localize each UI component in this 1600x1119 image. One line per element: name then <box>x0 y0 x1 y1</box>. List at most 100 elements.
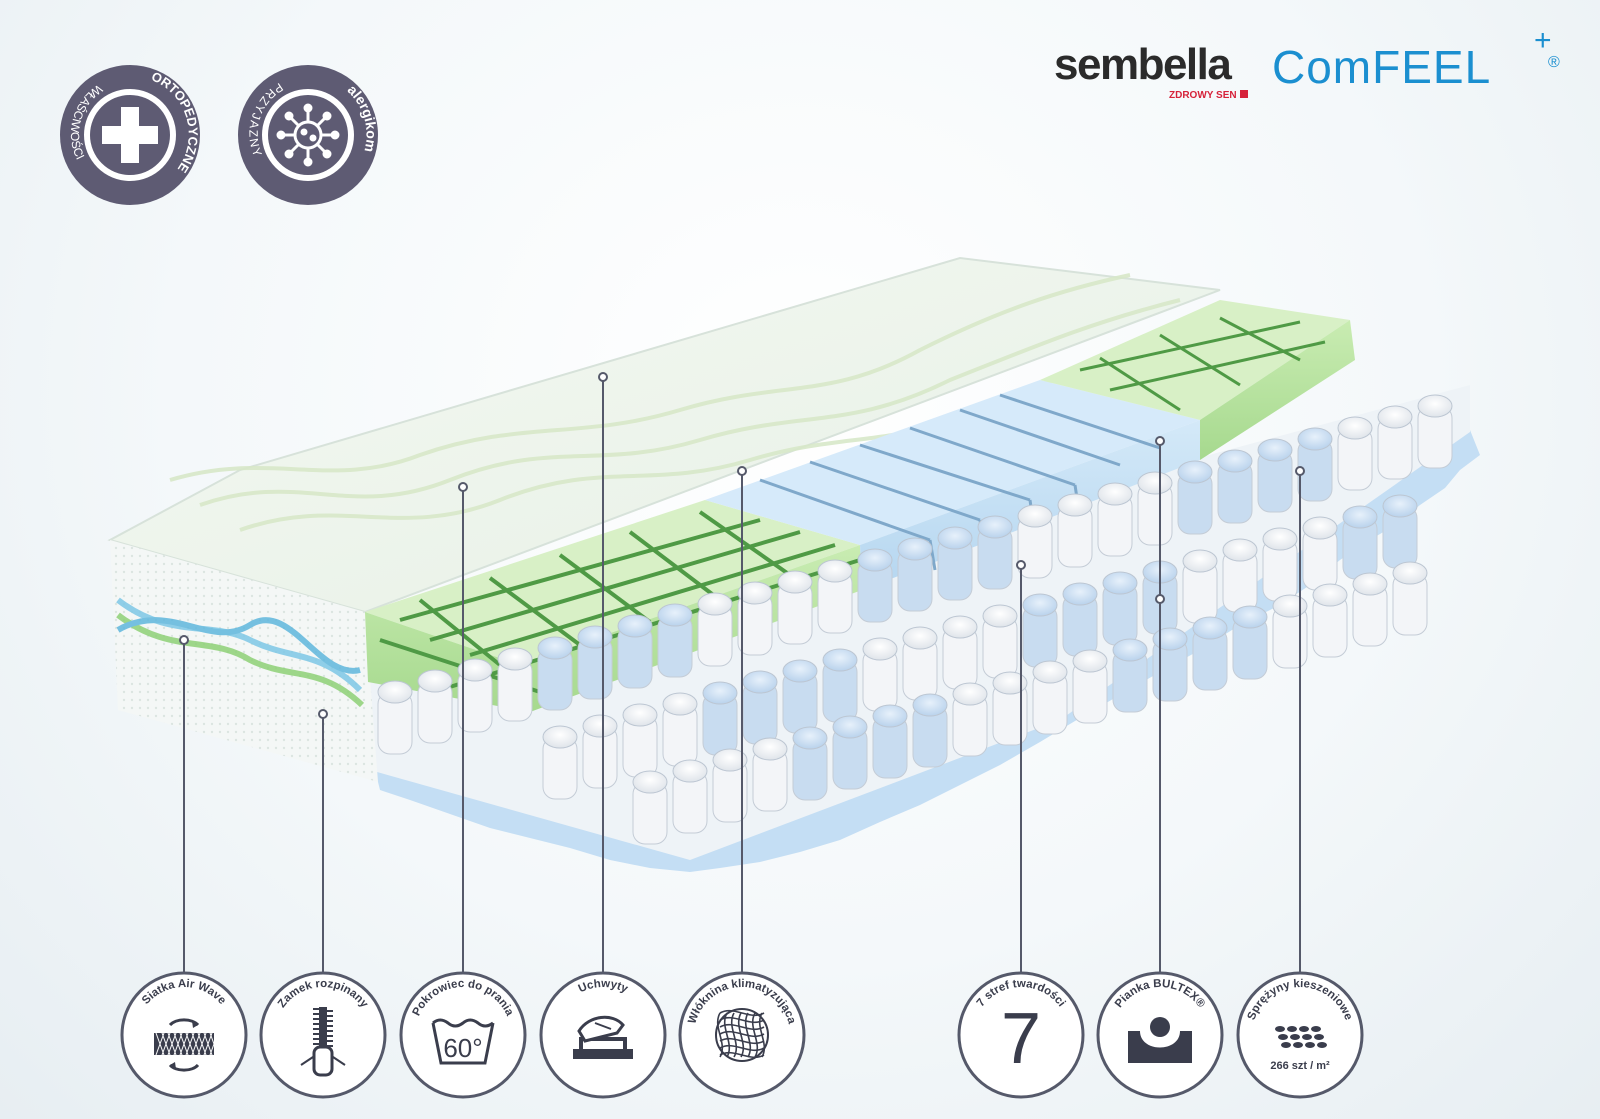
spring-coil <box>857 548 893 623</box>
spring-coil <box>1297 427 1333 502</box>
springs-density: 266 szt / m² <box>1270 1060 1330 1072</box>
brand-tagline: ZDROWY SEN <box>1169 90 1248 101</box>
spring-coil <box>942 615 978 690</box>
spring-coil <box>897 537 933 612</box>
spring-coil <box>1062 582 1098 657</box>
model-name: ComFEEL + ® <box>1272 24 1561 93</box>
spring-coil <box>1222 538 1258 613</box>
spring-coil <box>832 715 868 790</box>
spring-coil <box>977 515 1013 590</box>
spring-coil <box>822 648 858 723</box>
spring-coil <box>1022 593 1058 668</box>
spring-coil <box>1257 438 1293 513</box>
callout-2 <box>318 709 328 973</box>
brand-logo[interactable]: sembella ComFEEL + ® ZDROWY SEN <box>1054 24 1561 110</box>
foam-icon <box>1128 1017 1192 1063</box>
spring-coil <box>1377 405 1413 480</box>
wash-temperature: 60° <box>443 1033 482 1063</box>
spring-coil <box>912 693 948 768</box>
spring-coil <box>1182 549 1218 624</box>
spring-coil <box>617 614 653 689</box>
spring-coil <box>782 659 818 734</box>
feature-zipper: Zamek rozpinany <box>259 971 387 1099</box>
feature-label: Uchwyty <box>577 978 630 996</box>
spring-coil <box>792 726 828 801</box>
spring-coil <box>1217 449 1253 524</box>
spring-coil <box>1352 572 1388 647</box>
air-wave-mesh <box>116 597 365 708</box>
spring-coil <box>982 604 1018 679</box>
orthopedic-badge: WŁAŚCIWOŚCI ORTOPEDYCZNE <box>60 65 201 205</box>
spring-coil <box>1342 505 1378 580</box>
callout-7 <box>1155 436 1165 973</box>
spring-coil <box>862 637 898 712</box>
spring-coil <box>1392 561 1428 636</box>
registered-mark: ® <box>1548 54 1561 71</box>
feature-handle: Uchwyty <box>539 971 667 1099</box>
callout-lines <box>179 372 1305 973</box>
callout-6 <box>1016 560 1026 973</box>
spring-coil <box>742 670 778 745</box>
spring-coil <box>622 703 658 778</box>
spring-coil <box>1072 649 1108 724</box>
spring-coil <box>697 592 733 667</box>
spring-coil <box>1102 571 1138 646</box>
spring-coil <box>712 748 748 823</box>
spring-coil <box>752 737 788 812</box>
spring-coil <box>937 526 973 601</box>
spring-coil <box>1112 638 1148 713</box>
spring-coil <box>702 681 738 756</box>
spring-coil <box>1057 493 1093 568</box>
spring-coil <box>377 680 413 755</box>
spring-coil <box>1337 416 1373 491</box>
spring-coil <box>497 647 533 722</box>
spring-coil <box>1017 504 1053 579</box>
spring-coil <box>457 658 493 733</box>
callout-4 <box>598 372 608 973</box>
spring-coil <box>1152 627 1188 702</box>
spring-coil <box>537 636 573 711</box>
callout-8 <box>1295 466 1305 973</box>
brand-name: sembella <box>1054 40 1232 89</box>
spring-coil <box>1177 460 1213 535</box>
zones-icon: 7 <box>1001 999 1041 1079</box>
spring-coil <box>1262 527 1298 602</box>
allergy-badge: PRZYJAZNY alergikom <box>238 65 380 205</box>
spring-coil <box>1382 494 1418 569</box>
zipper-icon <box>300 1007 346 1077</box>
spring-coil <box>1192 616 1228 691</box>
cross-icon <box>102 107 158 163</box>
spring-coil <box>817 559 853 634</box>
virus-icon <box>276 103 340 167</box>
plus-mark: + <box>1534 24 1553 57</box>
spring-coil <box>1272 594 1308 669</box>
callout-5 <box>737 466 747 973</box>
spring-coil <box>542 725 578 800</box>
spring-coil <box>1302 516 1338 591</box>
pocket-springs <box>377 394 1453 845</box>
spring-coil <box>1232 605 1268 680</box>
callout-3 <box>458 482 468 973</box>
handle-icon <box>573 1015 633 1059</box>
feature-fiber: Włóknina klimatyzująca <box>678 971 806 1099</box>
spring-coil <box>992 671 1028 746</box>
spring-coil <box>672 759 708 834</box>
spring-coil <box>657 603 693 678</box>
spring-coil <box>1032 660 1068 735</box>
spring-coil <box>902 626 938 701</box>
spring-coil <box>577 625 613 700</box>
callout-dot <box>1155 594 1165 604</box>
spring-coil <box>872 704 908 779</box>
springs-icon: 266 szt / m² <box>1270 1026 1330 1072</box>
spring-coil <box>1417 394 1453 469</box>
spring-coil <box>632 770 668 845</box>
spring-coil <box>777 570 813 645</box>
callout-1 <box>179 635 189 973</box>
spring-coil <box>582 714 618 789</box>
